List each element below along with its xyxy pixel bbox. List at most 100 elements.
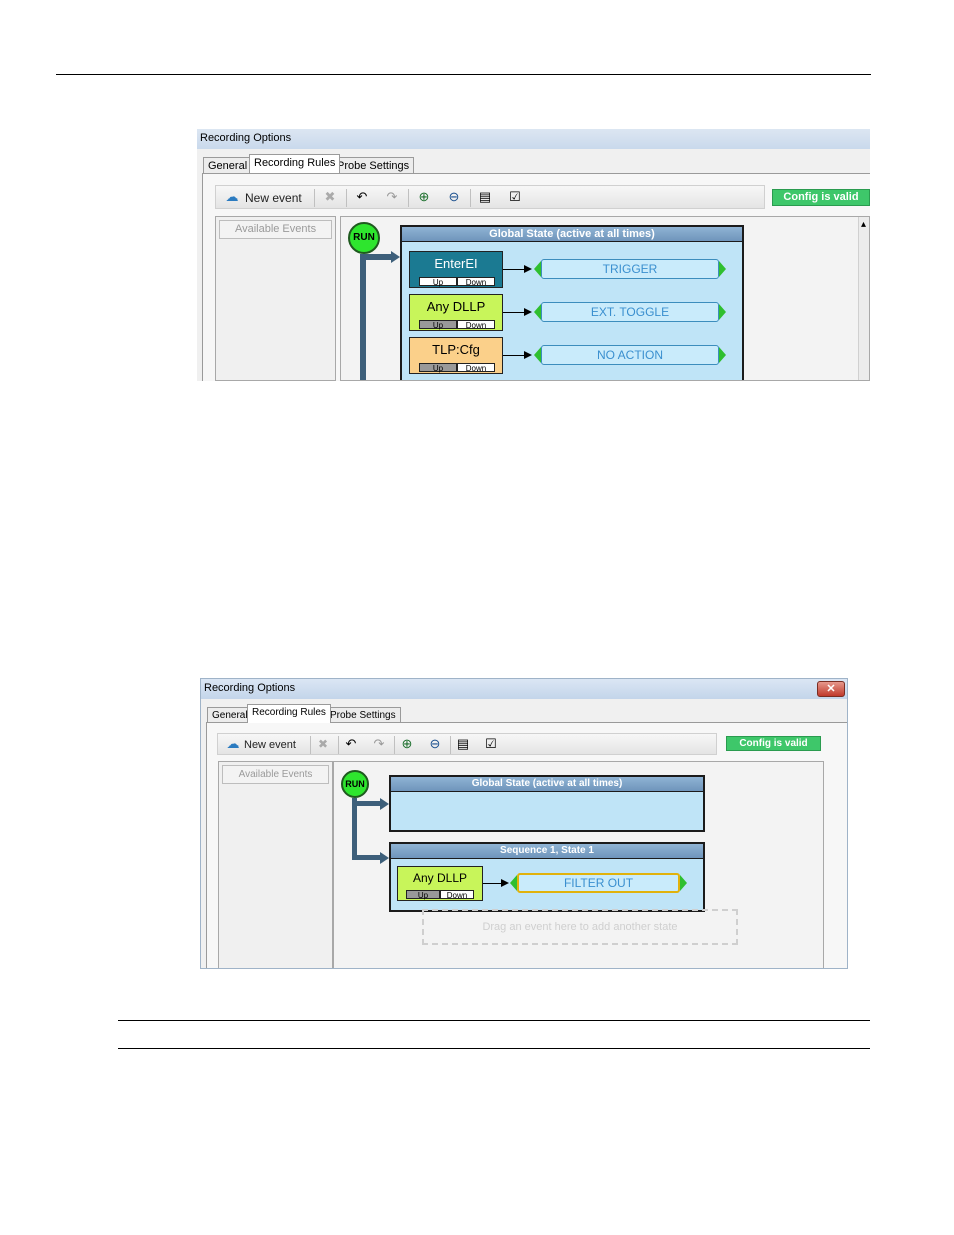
close-button[interactable]: ✕ <box>817 681 845 697</box>
down-button[interactable]: Down <box>457 320 495 330</box>
config-valid-status: Config is valid <box>772 189 870 206</box>
rules-canvas: ▴ RUN Global State (active at all times)… <box>340 216 870 381</box>
down-button[interactable]: Down <box>440 890 474 900</box>
toolbar-separator <box>310 736 311 754</box>
global-state-title: Global State (active at all times) <box>402 227 742 242</box>
properties-icon[interactable]: ☑ <box>509 189 521 204</box>
action-trigger[interactable]: TRIGGER <box>541 259 719 279</box>
global-state-box[interactable]: Global State (active at all times) Enter… <box>400 225 744 380</box>
recording-options-window-2: Recording Options ✕ General Recording Ru… <box>200 678 848 969</box>
link-line <box>503 355 529 356</box>
available-events-panel: Available Events <box>218 761 333 968</box>
toolbar-separator <box>314 189 315 207</box>
action-filter-out[interactable]: FILTER OUT <box>517 873 680 893</box>
flow-line <box>352 798 357 860</box>
link-arrow <box>501 879 509 887</box>
cloud-new-icon: ☁ <box>225 189 239 204</box>
footer-rule-bottom <box>118 1048 870 1049</box>
flow-branch <box>352 855 382 860</box>
toolbar-separator <box>394 736 395 754</box>
config-valid-status: Config is valid <box>726 736 821 751</box>
tab-recording-rules[interactable]: Recording Rules <box>249 154 341 173</box>
event-tlp-cfg[interactable]: TLP:Cfg Up Down <box>409 337 503 374</box>
event-name: TLP:Cfg <box>432 342 480 357</box>
toolbar: ☁ New event ✖ ↶ ↷ ⊕ ⊖ ▤ ☑ <box>217 733 717 755</box>
tab-general[interactable]: General <box>203 157 253 173</box>
layout-icon[interactable]: ▤ <box>456 736 470 751</box>
toolbar-separator <box>450 736 451 754</box>
zoom-in-icon[interactable]: ⊕ <box>418 189 430 204</box>
zoom-out-icon[interactable]: ⊖ <box>448 189 460 204</box>
global-state-box[interactable]: Global State (active at all times) <box>389 775 705 832</box>
cloud-new-icon: ☁ <box>226 736 240 751</box>
rules-canvas: RUN Global State (active at all times) S… <box>333 761 824 968</box>
undo-icon[interactable]: ↶ <box>345 736 357 751</box>
new-event-button[interactable]: New event <box>245 191 302 205</box>
toolbar-separator <box>408 189 409 207</box>
toolbar-separator <box>338 736 339 754</box>
tab-recording-rules[interactable]: Recording Rules <box>247 704 331 723</box>
action-right-marker <box>719 304 726 320</box>
new-event-button[interactable]: New event <box>244 739 296 751</box>
action-left-marker <box>534 347 541 363</box>
undo-icon[interactable]: ↶ <box>356 189 368 204</box>
available-events-button[interactable]: Available Events <box>219 220 332 239</box>
event-any-dllp[interactable]: Any DLLP Up Down <box>397 866 483 901</box>
global-state-title: Global State (active at all times) <box>391 777 703 792</box>
zoom-in-icon[interactable]: ⊕ <box>401 736 413 751</box>
tab-probe-settings[interactable]: Probe Settings <box>325 707 401 723</box>
link-line <box>503 312 529 313</box>
sequence-state-box[interactable]: Sequence 1, State 1 Any DLLP Up Down FIL… <box>389 842 705 912</box>
event-name: Any DLLP <box>426 299 486 314</box>
event-any-dllp[interactable]: Any DLLP Up Down <box>409 294 503 331</box>
action-no-action[interactable]: NO ACTION <box>541 345 719 365</box>
scroll-up-arrow[interactable]: ▴ <box>861 219 867 230</box>
available-events-button[interactable]: Available Events <box>222 765 329 784</box>
event-name: EnterEI <box>434 256 478 271</box>
up-button[interactable]: Up <box>419 363 457 373</box>
sequence-state-title: Sequence 1, State 1 <box>391 844 703 859</box>
window-title: Recording Options <box>200 132 292 144</box>
title-bar: Recording Options ✕ <box>201 679 847 699</box>
title-bar: Recording Options <box>197 129 870 149</box>
action-left-marker <box>534 261 541 277</box>
header-rule <box>56 74 871 75</box>
up-button[interactable]: Up <box>419 277 457 287</box>
vertical-scrollbar[interactable]: ▴ <box>858 217 869 380</box>
event-name: Any DLLP <box>412 871 468 885</box>
action-left-marker <box>534 304 541 320</box>
down-button[interactable]: Down <box>457 277 495 287</box>
tab-probe-settings[interactable]: Probe Settings <box>332 157 415 173</box>
flow-line <box>360 254 366 380</box>
link-arrow <box>524 308 532 316</box>
event-enterei[interactable]: EnterEI Up Down <box>409 251 503 288</box>
redo-icon[interactable]: ↷ <box>373 736 385 751</box>
layout-icon[interactable]: ▤ <box>478 189 492 204</box>
recording-options-window: Recording Options General Recording Rule… <box>197 129 870 381</box>
up-button[interactable]: Up <box>419 320 457 330</box>
properties-icon[interactable]: ☑ <box>485 736 497 751</box>
delete-icon[interactable]: ✖ <box>324 189 336 204</box>
flow-arrow <box>380 852 389 864</box>
available-events-panel: Available Events <box>215 216 336 381</box>
delete-icon[interactable]: ✖ <box>317 737 329 751</box>
redo-icon[interactable]: ↷ <box>386 189 398 204</box>
tab-general[interactable]: General <box>207 707 253 723</box>
toolbar-separator <box>470 189 471 207</box>
flow-branch <box>352 801 382 806</box>
link-arrow <box>524 351 532 359</box>
action-right-marker <box>719 261 726 277</box>
footer-rule-top <box>118 1020 870 1021</box>
flow-arrow <box>391 251 400 263</box>
flow-branch <box>360 254 392 260</box>
drag-new-state-target[interactable]: Drag an event here to add another state <box>422 909 738 945</box>
zoom-out-icon[interactable]: ⊖ <box>429 736 441 751</box>
link-line <box>483 883 505 884</box>
link-line <box>503 269 529 270</box>
down-button[interactable]: Down <box>457 363 495 373</box>
run-node: RUN <box>341 770 369 798</box>
action-right-marker <box>719 347 726 363</box>
flow-arrow <box>380 798 389 810</box>
action-ext-toggle[interactable]: EXT. TOGGLE <box>541 302 719 322</box>
up-button[interactable]: Up <box>406 890 440 900</box>
